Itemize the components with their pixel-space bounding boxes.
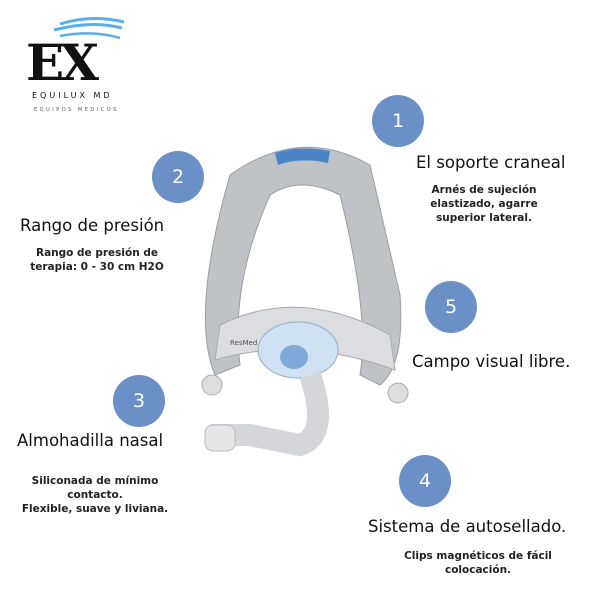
feature-4-desc: Clips magnéticos de fácil colocación. (393, 549, 563, 577)
desc-line: Clips magnéticos de fácil (404, 550, 552, 562)
feature-3-desc: Siliconada de mínimo contacto. Flexible, s… (10, 474, 180, 516)
feature-2-badge: 2 (152, 151, 204, 203)
desc-line: contacto. (67, 489, 123, 501)
logo-letters: EX (26, 33, 99, 92)
feature-4-title: Sistema de autosellado. (368, 517, 567, 536)
feature-5-badge: 5 (425, 281, 477, 333)
feature-5-title: Campo visual libre. (412, 352, 571, 371)
cpap-mask-image: ResMed (201, 146, 409, 457)
desc-line: terapia: 0 - 30 cm H2O (30, 261, 164, 273)
feature-2-title: Rango de presión (20, 216, 165, 235)
feature-4-badge: 4 (399, 455, 451, 507)
feature-2-desc: Rango de presión de terapia: 0 - 30 cm H2… (17, 246, 177, 274)
feature-3-badge: 3 (113, 375, 165, 427)
logo: EX EQUILUX MD EQUIPOS MEDICOS (22, 16, 132, 118)
desc-line: elastizado, agarre (430, 198, 538, 210)
feature-1-title: El soporte craneal (416, 153, 566, 172)
desc-line: colocación. (444, 564, 512, 576)
desc-line: superior lateral. (436, 212, 532, 224)
brand-label: ResMed (230, 339, 257, 347)
wave-icon (53, 16, 125, 40)
feature-1-badge: 1 (372, 95, 424, 147)
feature-1-desc: Arnés de sujeción elastizado, agarre super… (404, 183, 564, 225)
desc-line: Flexible, suave y liviana. (21, 503, 169, 515)
desc-line: Rango de presión de (36, 247, 158, 259)
desc-line: Siliconada de mínimo (31, 475, 159, 487)
logo-tagline: EQUIPOS MEDICOS (34, 107, 119, 113)
logo-name: EQUILUX MD (32, 91, 113, 100)
desc-line: Arnés de sujeción (431, 184, 537, 196)
feature-3-title: Almohadilla nasal (17, 431, 164, 450)
